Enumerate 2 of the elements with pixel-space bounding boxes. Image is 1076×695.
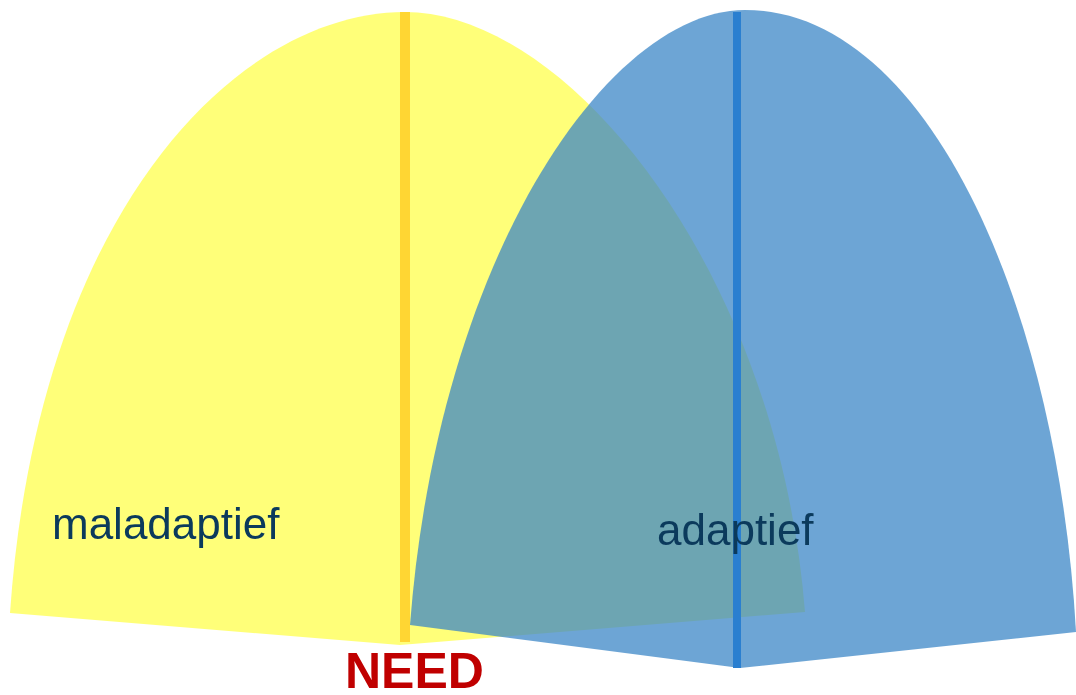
region-label: maladaptief xyxy=(52,502,280,546)
axis-label: NEED xyxy=(345,646,484,695)
